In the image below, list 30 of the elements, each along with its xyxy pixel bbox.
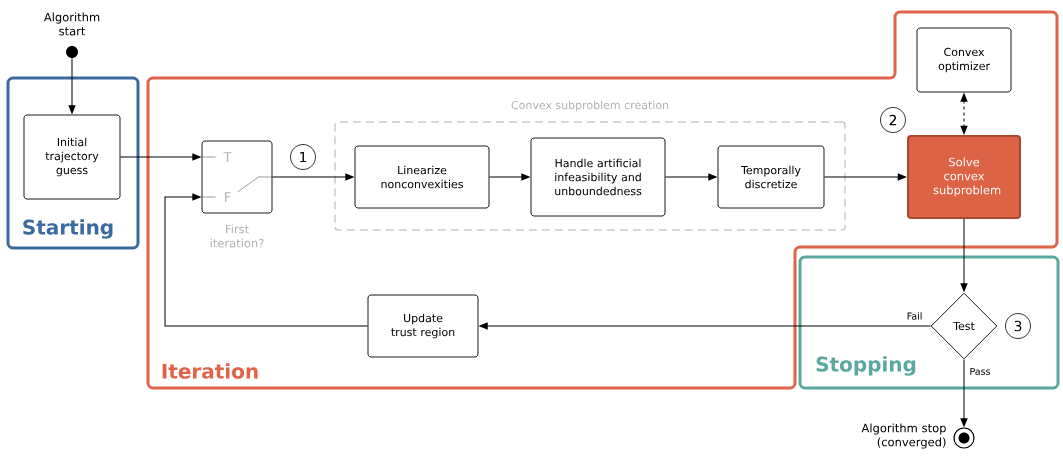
process-box: Solve convex subproblem (907, 135, 1021, 219)
edge-label: Fail (905, 311, 924, 321)
arrow (960, 218, 968, 293)
process-box: Update trust region (367, 294, 479, 358)
arrow (478, 322, 932, 330)
node-label: Convex subproblem creation (511, 100, 669, 112)
arrow (164, 193, 369, 327)
process-box: Handle artificial infeasibility and unboundedness (530, 137, 666, 217)
arrow (664, 173, 718, 181)
caption-text: Algorithm stop (converged) (861, 423, 946, 449)
arrow (960, 358, 968, 428)
arrow (68, 57, 76, 115)
end-point (953, 427, 975, 449)
callout-number: 3 (1005, 313, 1031, 339)
callout-number: 2 (880, 107, 906, 133)
arrow (271, 173, 355, 181)
process-box: Initial trajectory guess (23, 114, 121, 200)
arrow (823, 173, 907, 181)
start-point (66, 46, 78, 58)
callout-number: 1 (290, 144, 316, 170)
arrow (119, 153, 202, 161)
process-box: Convex optimizer (916, 27, 1012, 93)
arrow (488, 173, 531, 181)
process-box: Temporally discretize (717, 145, 825, 209)
arrow (960, 92, 968, 135)
process-box: Linearize nonconvexities (354, 145, 490, 209)
switch-box: T F (201, 140, 273, 214)
caption-text: First iteration? (210, 224, 264, 248)
caption-text: Algorithm start (43, 12, 100, 36)
edge-label: Pass (968, 366, 992, 376)
